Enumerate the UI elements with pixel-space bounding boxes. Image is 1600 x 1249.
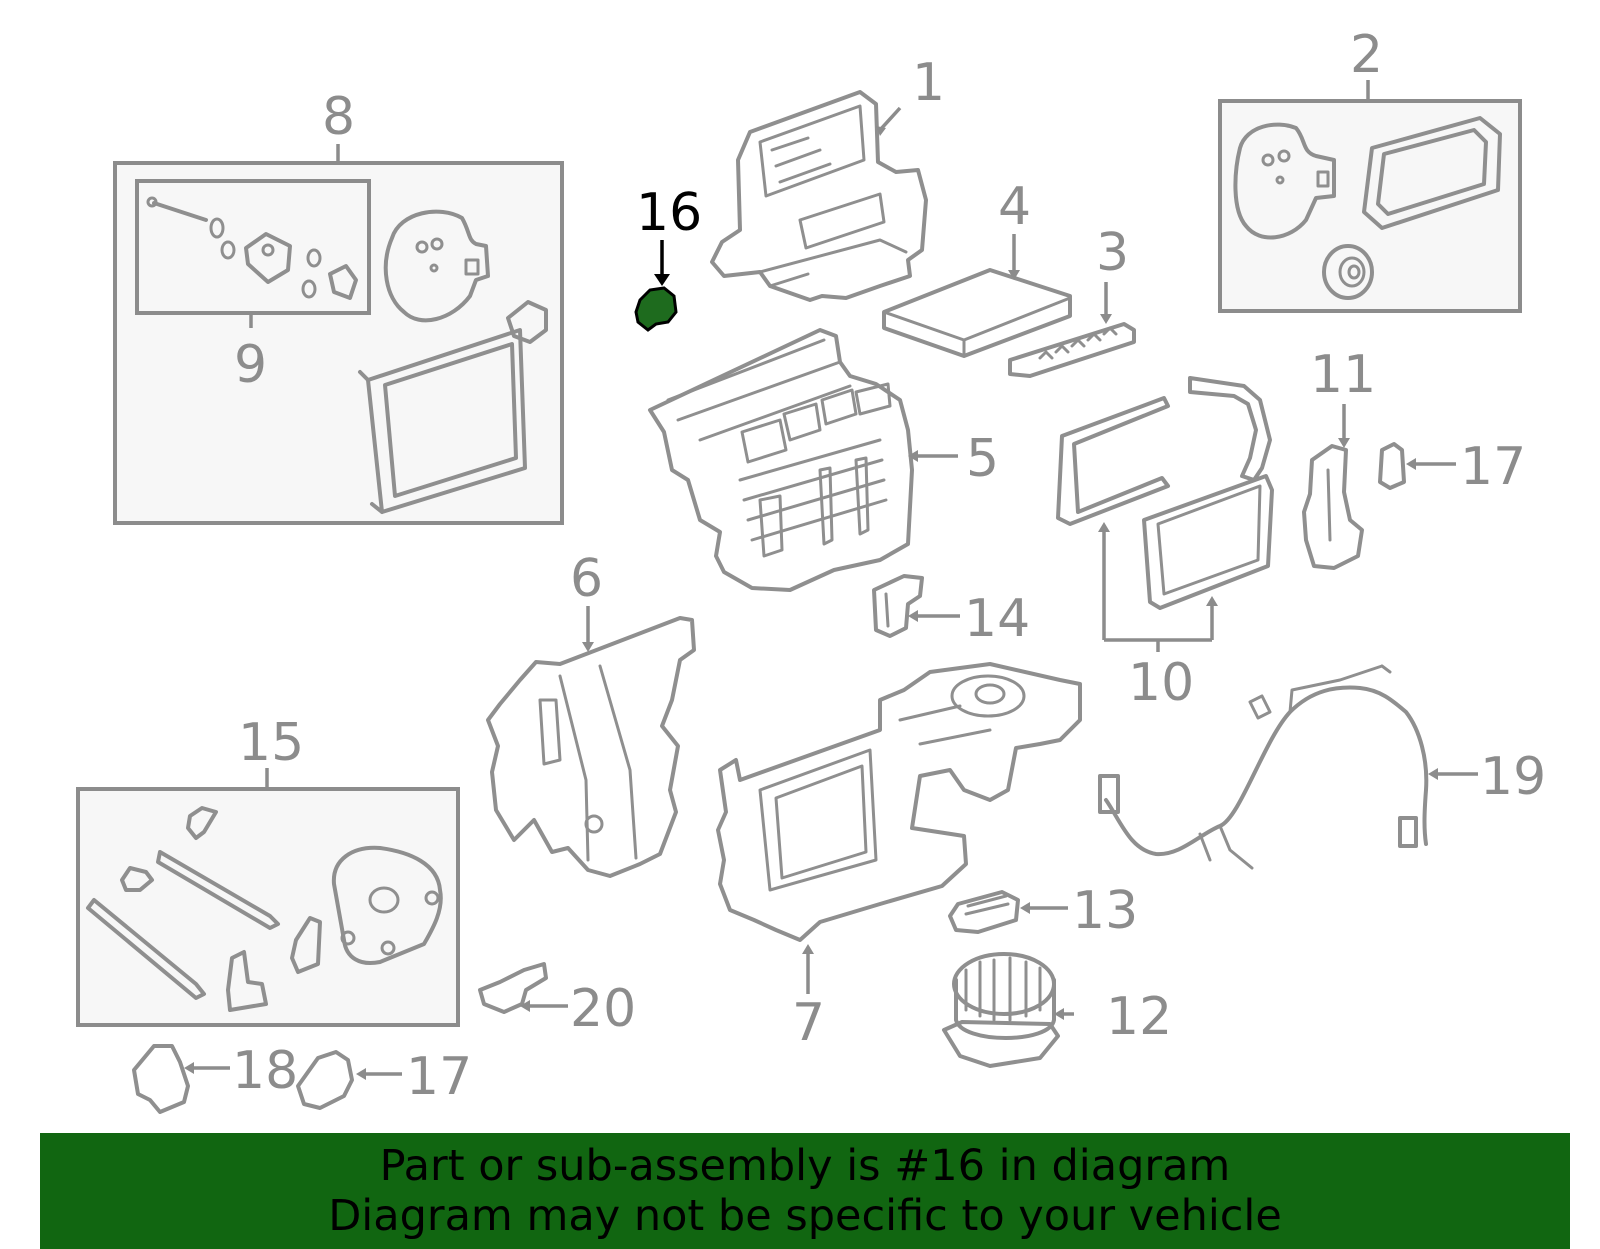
part-12-blower-motor xyxy=(942,952,1060,1068)
banner-line-part-number: Part or sub-assembly is #16 in diagram xyxy=(379,1141,1231,1191)
callout-3: 3 xyxy=(1096,223,1129,283)
group-box-15 xyxy=(76,787,460,1027)
callout-8: 8 xyxy=(322,87,355,147)
callout-9: 9 xyxy=(234,335,267,395)
callout-5: 5 xyxy=(966,429,999,489)
part-6-case-cover xyxy=(486,616,696,878)
part-4-cabin-filter xyxy=(882,268,1072,358)
group-box-9 xyxy=(135,179,371,315)
callout-13: 13 xyxy=(1072,881,1138,941)
callout-7: 7 xyxy=(792,993,825,1053)
callout-14: 14 xyxy=(964,589,1030,649)
part-7-lower-case xyxy=(716,662,1082,942)
part-14-actuator xyxy=(872,574,924,638)
callout-6: 6 xyxy=(570,549,603,609)
callout-1: 1 xyxy=(912,53,945,113)
callout-18: 18 xyxy=(232,1041,298,1101)
callout-19: 19 xyxy=(1480,747,1546,807)
part-17-sensor-right xyxy=(1378,442,1406,490)
part-16-highlighted xyxy=(634,240,678,332)
callout-10: 10 xyxy=(1128,653,1194,713)
callout-12: 12 xyxy=(1106,987,1172,1047)
callout-2: 2 xyxy=(1350,25,1383,85)
banner-line-disclaimer: Diagram may not be specific to your vehi… xyxy=(328,1191,1282,1241)
part-15-blower-kit xyxy=(86,806,443,1012)
callout-15: 15 xyxy=(238,713,304,773)
callout-17-right: 17 xyxy=(1460,437,1526,497)
part-13-resistor xyxy=(948,890,1020,934)
part-18-actuator xyxy=(132,1044,190,1114)
part-17-actuator-lower xyxy=(296,1050,354,1110)
callout-16-highlighted: 16 xyxy=(636,183,702,243)
callout-4: 4 xyxy=(998,177,1031,237)
part-11-bracket xyxy=(1302,444,1364,570)
callout-17-lower: 17 xyxy=(406,1047,472,1107)
part-20-sensor xyxy=(478,962,548,1014)
part-2-gasket-kit xyxy=(1233,116,1502,300)
part-10-heater-core xyxy=(1056,376,1274,610)
part-1-upper-housing xyxy=(710,90,928,302)
part-8-evaporator-core xyxy=(358,300,548,514)
callout-11: 11 xyxy=(1310,345,1376,405)
part-5-heater-case xyxy=(648,328,914,592)
part-3-filter-door xyxy=(1008,322,1136,378)
callout-20: 20 xyxy=(570,979,636,1039)
info-banner: Part or sub-assembly is #16 in diagram D… xyxy=(40,1133,1570,1249)
part-9-valve-kit xyxy=(146,196,358,300)
part-8-seal-plate xyxy=(383,209,490,323)
part-19-wire-harness xyxy=(1098,664,1429,870)
